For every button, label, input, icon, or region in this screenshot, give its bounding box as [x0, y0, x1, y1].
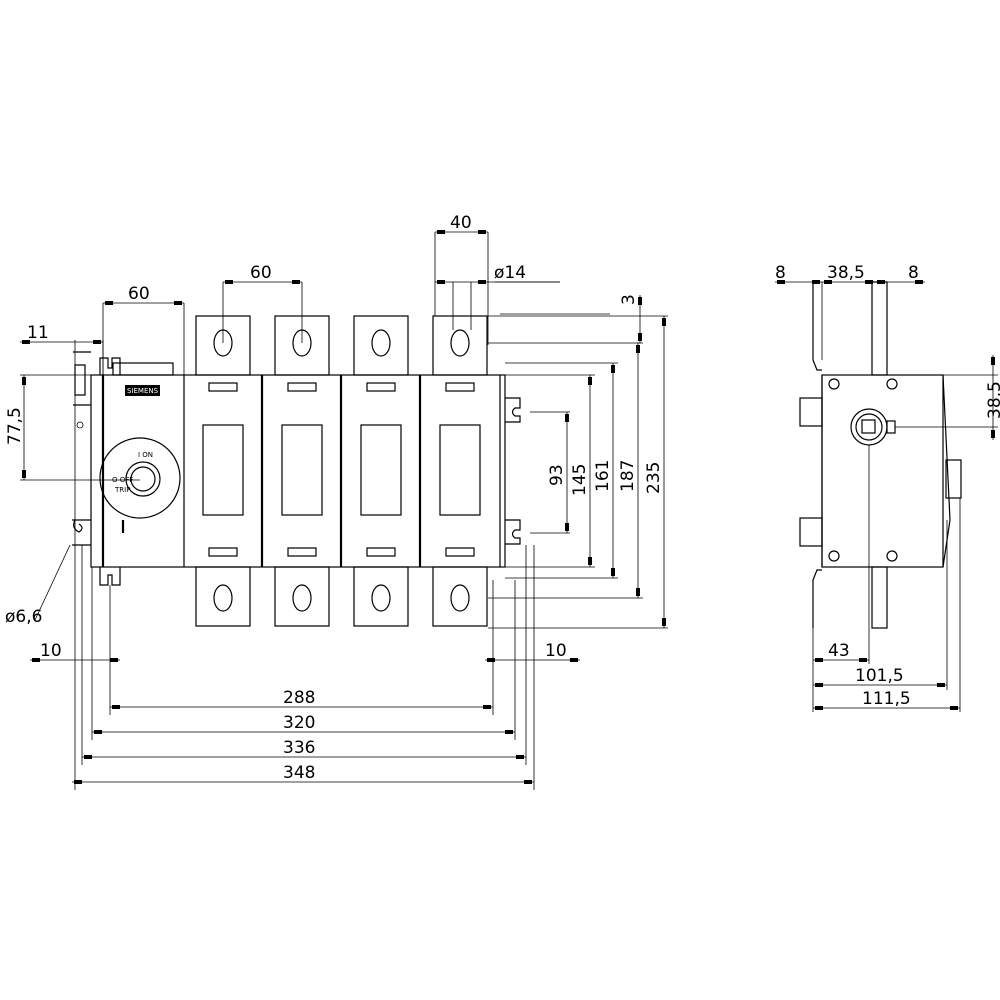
dim-body-width: 320 [92, 713, 515, 734]
dim-side-shaft-depth: 43 [813, 641, 869, 662]
bottom-terminal [432, 566, 488, 627]
dim-hole-diameter: ø14 [435, 263, 526, 284]
dim-terminal-width-label: 40 [450, 213, 472, 233]
front-view: SIEMENS I ON O OFF TRIP [72, 315, 521, 627]
pole-4 [432, 315, 488, 627]
dim-left-margin-label: 10 [40, 641, 62, 661]
dim-overall-height-label: 235 [644, 462, 664, 494]
dim-handle-width-label: 60 [128, 284, 150, 304]
dim-body-height: 145 [570, 375, 592, 567]
dial-label-trip: TRIP [114, 486, 130, 494]
dim-terminal-offset: 3 [619, 294, 642, 343]
top-terminal [432, 315, 488, 376]
bottom-terminal [274, 566, 330, 627]
dim-side-shaft-offset-label: 38,5 [827, 263, 865, 283]
bottom-terminal [195, 566, 251, 627]
dim-side-flange-left-label: 8 [775, 263, 786, 283]
dim-mount-hole-spacing: 93 [547, 412, 569, 533]
dim-handle-height: 77,5 [5, 375, 26, 480]
dim-flange-width: 336 [82, 738, 526, 759]
bottom-terminal [353, 566, 409, 627]
dim-overall-width: 348 [72, 763, 534, 784]
dim-side-flange-right: 8 [875, 263, 925, 284]
terminal-hole [450, 329, 470, 357]
rotary-handle-dial[interactable]: I ON O OFF TRIP [99, 437, 181, 533]
dim-handle-width: 60 [103, 284, 184, 305]
dim-hole-pitch: 288 [110, 688, 493, 709]
terminal-hole [292, 584, 312, 612]
dim-flange-offset: 11 [20, 323, 103, 344]
dim-hole-diameter-label: ø14 [494, 263, 526, 283]
dim-overall-width-label: 348 [283, 763, 315, 783]
dim-right-margin: 10 [485, 641, 580, 662]
logo-plate: SIEMENS [125, 385, 160, 396]
terminal-hole [213, 584, 233, 612]
dim-flange-height-label: 161 [593, 460, 613, 492]
dim-flange-width-label: 336 [283, 738, 315, 758]
dim-handle-height-label: 77,5 [5, 407, 25, 445]
dim-side-overall-depth-label: 111,5 [862, 689, 911, 709]
pole-3 [353, 315, 409, 627]
dim-terminal-offset-label: 3 [619, 294, 639, 305]
dim-side-shaft-offset: 38,5 [822, 263, 875, 284]
dim-mount-hole-diameter-label: ø6,6 [5, 607, 42, 627]
dim-side-shaft-height-label: 38,5 [985, 381, 1000, 419]
dial-label-on: I ON [138, 451, 153, 459]
dim-hole-pitch-label: 288 [283, 688, 315, 708]
top-terminal [353, 315, 409, 376]
terminal-hole [371, 329, 391, 357]
logo-text: SIEMENS [127, 387, 159, 395]
dim-terminal-height: 187 [618, 343, 640, 598]
dim-terminal-height-label: 187 [618, 460, 638, 492]
dim-left-margin: 10 [30, 641, 120, 662]
dim-side-body-depth: 101,5 [813, 666, 947, 687]
dim-right-margin-label: 10 [545, 641, 567, 661]
dim-side-shaft-height: 38,5 [985, 355, 1000, 440]
dim-pole-pitch: 60 [223, 263, 302, 284]
dim-side-body-depth-label: 101,5 [855, 666, 904, 686]
terminal-hole [450, 584, 470, 612]
dim-side-overall-depth: 111,5 [813, 689, 960, 710]
dim-body-width-label: 320 [283, 713, 315, 733]
poles [195, 315, 488, 627]
dim-flange-offset-label: 11 [27, 323, 49, 343]
dim-body-height-label: 145 [570, 464, 590, 496]
dim-terminal-width: 40 [435, 213, 488, 234]
pole-2 [274, 315, 330, 627]
side-view [799, 281, 962, 629]
dim-mount-hole-spacing-label: 93 [547, 464, 567, 486]
dim-side-shaft-depth-label: 43 [828, 641, 850, 661]
pole-1 [195, 315, 251, 627]
dim-overall-height: 235 [644, 316, 666, 628]
dim-side-flange-left: 8 [775, 263, 822, 284]
dim-pole-pitch-label: 60 [250, 263, 272, 283]
dim-flange-height: 161 [593, 363, 615, 578]
dim-side-flange-right-label: 8 [908, 263, 919, 283]
terminal-hole [371, 584, 391, 612]
